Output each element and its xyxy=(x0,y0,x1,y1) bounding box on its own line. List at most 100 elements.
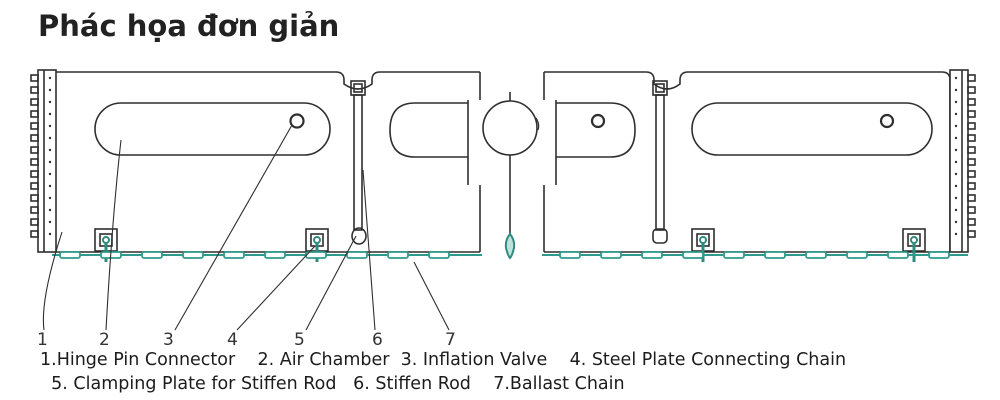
chain-link xyxy=(723,251,745,259)
hinge-tooth xyxy=(967,206,976,214)
chain-link xyxy=(805,251,827,259)
hinge-tooth xyxy=(30,158,39,166)
chain-link xyxy=(141,251,163,259)
air-chamber-left xyxy=(94,102,331,156)
air-chamber-partial-right xyxy=(556,102,636,158)
hinge-tooth xyxy=(967,170,976,178)
hinge-pin-dot xyxy=(954,88,958,92)
hinge-pin-dot xyxy=(954,76,958,80)
hinge-tooth xyxy=(967,122,976,130)
hinge-pin-dot xyxy=(954,148,958,152)
hinge-pin-connector-right xyxy=(949,69,976,253)
page-title: Phác họa đơn giản xyxy=(38,9,340,43)
air-chamber-right xyxy=(691,102,933,156)
hinge-pin-dot xyxy=(48,160,52,164)
chain-link xyxy=(887,251,909,259)
chain-link xyxy=(387,251,409,259)
hinge-tooth xyxy=(967,110,976,118)
legend-item-5: 5. Clamping Plate for Stiffen Rod xyxy=(51,374,337,394)
hinge-tooth xyxy=(967,134,976,142)
hinge-tooth xyxy=(30,86,39,94)
chain-link xyxy=(682,251,704,259)
hinge-tooth xyxy=(30,110,39,118)
hinge-tooth xyxy=(30,194,39,202)
hinge-pin-dot xyxy=(48,184,52,188)
chain-link xyxy=(182,251,204,259)
chain-link xyxy=(559,251,581,259)
hinge-pin-dot xyxy=(48,196,52,200)
hinge-tooth xyxy=(30,146,39,154)
legend-item-1: 1.Hinge Pin Connector xyxy=(40,350,236,370)
hinge-tooth xyxy=(967,158,976,166)
hinge-tooth xyxy=(30,230,39,238)
callout-numbers: 1 2 3 4 5 6 7 xyxy=(37,330,456,350)
boom-section-right xyxy=(543,71,951,253)
stiffen-rod-right xyxy=(652,80,668,244)
stiffen-rod-left xyxy=(350,80,367,245)
hinge-tooth xyxy=(30,182,39,190)
inflation-valve-right-1 xyxy=(590,113,606,129)
hinge-pin-dot xyxy=(48,88,52,92)
callout-7: 7 xyxy=(445,330,456,350)
chain-link xyxy=(59,251,81,259)
legend-item-7: 7.Ballast Chain xyxy=(493,374,625,394)
hinge-tooth xyxy=(30,98,39,106)
chain-link xyxy=(223,251,245,259)
hinge-pin-connector-left xyxy=(30,69,57,253)
hinge-pin-dot xyxy=(48,124,52,128)
legend: 1.Hinge Pin Connector 2. Air Chamber 3. … xyxy=(40,348,990,396)
callout-2: 2 xyxy=(99,330,110,350)
callout-5: 5 xyxy=(294,330,305,350)
hinge-tooth xyxy=(967,86,976,94)
hinge-tooth xyxy=(967,74,976,82)
hinge-tooth xyxy=(967,230,976,238)
inflation-valve-left xyxy=(289,113,305,129)
hinge-pin-dot xyxy=(954,196,958,200)
hinge-pin-dot xyxy=(48,172,52,176)
callout-6: 6 xyxy=(372,330,383,350)
ballast-weight-icon xyxy=(504,232,516,260)
chain-link xyxy=(928,251,950,259)
chain-link xyxy=(264,251,286,259)
hinge-pin-dot xyxy=(48,76,52,80)
hinge-tooth xyxy=(30,218,39,226)
callout-3: 3 xyxy=(163,330,174,350)
hinge-tooth xyxy=(30,122,39,130)
hinge-pin-dot xyxy=(954,184,958,188)
chain-link xyxy=(641,251,663,259)
hinge-pin-dot xyxy=(954,208,958,212)
hinge-tooth xyxy=(967,146,976,154)
hinge-pin-dot xyxy=(954,172,958,176)
chain-link xyxy=(764,251,786,259)
hinge-tooth xyxy=(967,218,976,226)
ballast-chain xyxy=(52,251,968,259)
hinge-pin-dot xyxy=(954,232,958,236)
boom-section-left xyxy=(56,71,481,253)
center-joint xyxy=(482,92,540,260)
legend-item-4: 4. Steel Plate Connecting Chain xyxy=(569,350,847,370)
hinge-tooth xyxy=(30,134,39,142)
hinge-pin-dot xyxy=(48,100,52,104)
legend-item-6: 6. Stiffen Rod xyxy=(353,374,471,394)
hinge-pin-dot xyxy=(954,124,958,128)
hinge-pin-dot xyxy=(48,208,52,212)
hinge-pin-dot xyxy=(48,220,52,224)
chain-link xyxy=(428,251,450,259)
hinge-pin-dot xyxy=(954,160,958,164)
hinge-pin-dot xyxy=(48,148,52,152)
hinge-tooth xyxy=(967,194,976,202)
hinge-tooth xyxy=(30,206,39,214)
callout-1: 1 xyxy=(37,330,48,350)
hinge-pin-dot xyxy=(954,220,958,224)
hinge-pin-dot xyxy=(48,136,52,140)
hinge-tooth xyxy=(967,98,976,106)
legend-item-3: 3. Inflation Valve xyxy=(400,350,548,370)
hinge-pin-dot xyxy=(954,112,958,116)
inflation-valve-right-2 xyxy=(879,113,895,129)
hinge-pin-dot xyxy=(48,232,52,236)
chain-link xyxy=(846,251,868,259)
hinge-pin-dot xyxy=(954,136,958,140)
hinge-tooth xyxy=(967,182,976,190)
air-chamber-partial-left xyxy=(389,102,468,158)
